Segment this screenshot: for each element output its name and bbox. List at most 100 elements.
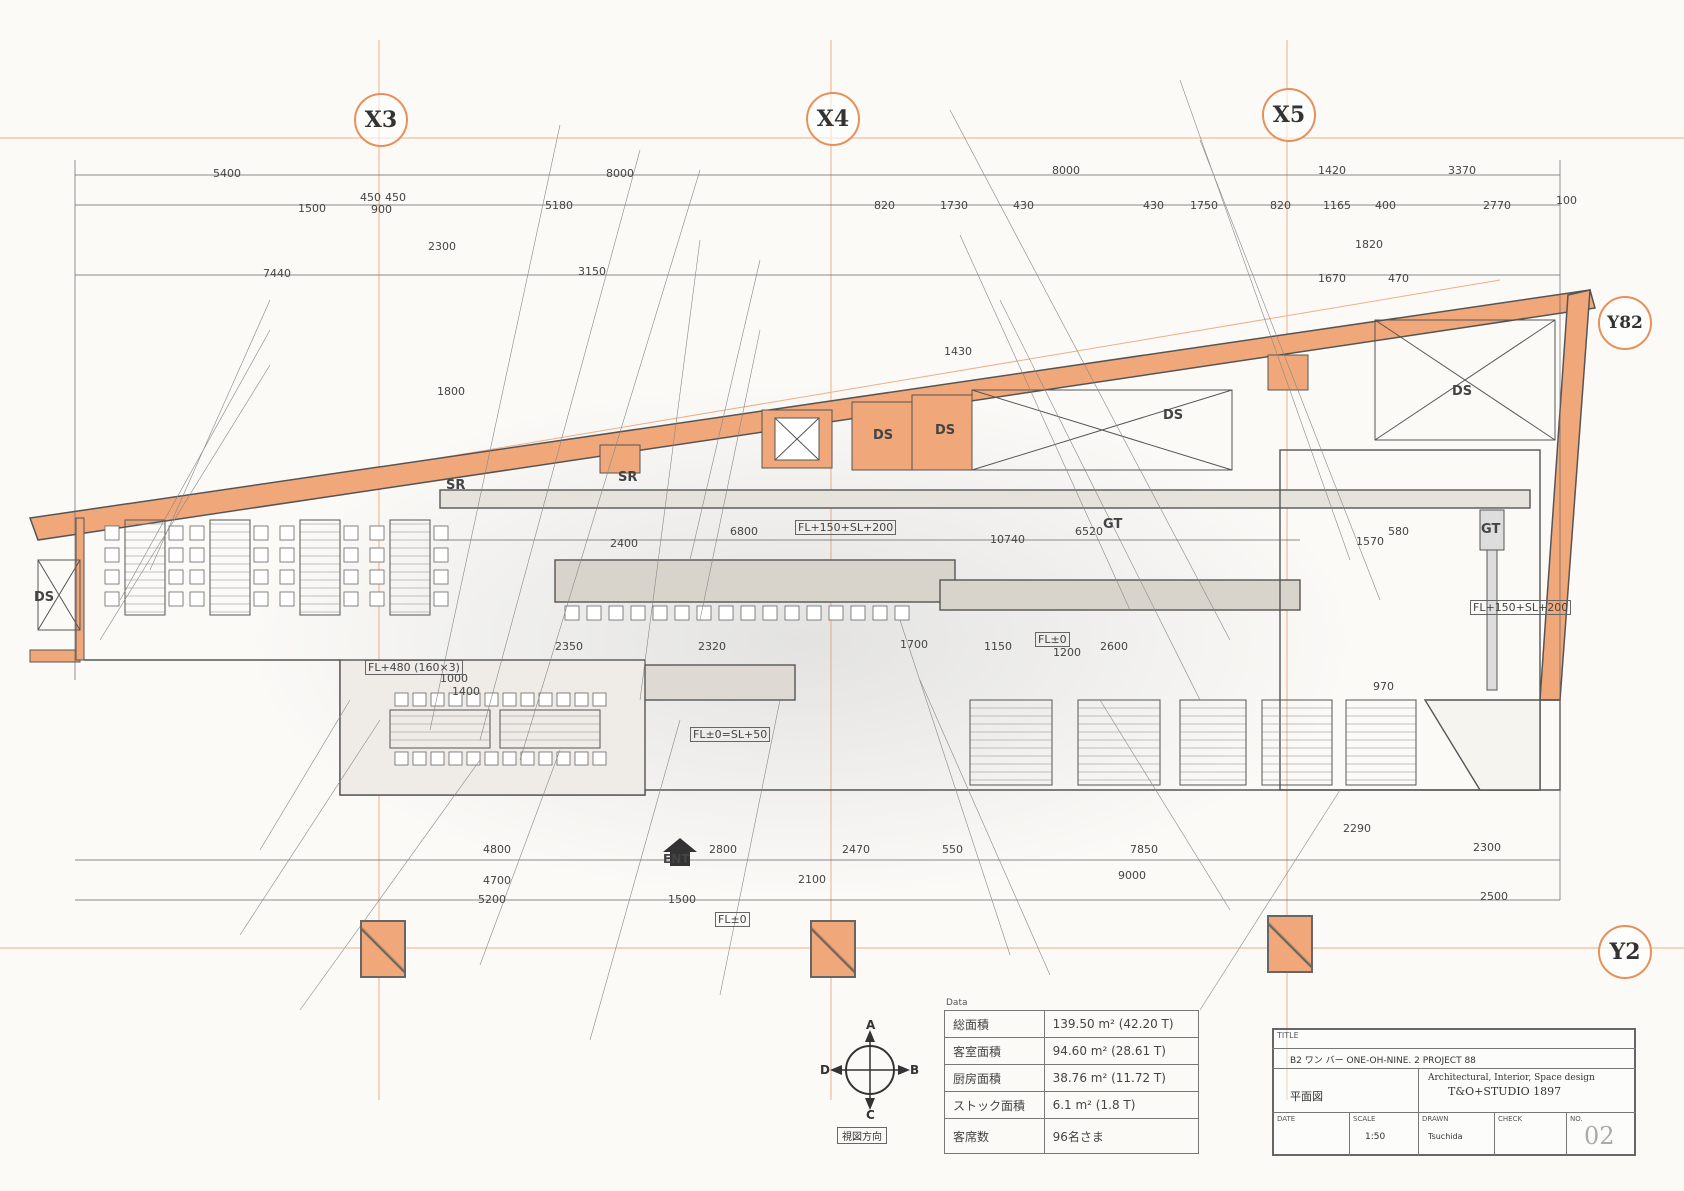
- dimension-text: 2470: [842, 843, 870, 856]
- chair: [502, 751, 517, 766]
- dimension-text: 6800: [730, 525, 758, 538]
- chair: [433, 591, 449, 607]
- title-block-rule: [1566, 1112, 1567, 1156]
- dimension-text: 820: [874, 199, 895, 212]
- chair: [520, 751, 535, 766]
- chair: [168, 525, 184, 541]
- floor-level-tag: FL±0: [1035, 632, 1070, 647]
- dimension-text: 1570: [1356, 535, 1384, 548]
- chair: [168, 569, 184, 585]
- chair: [484, 692, 499, 707]
- bar-stool: [784, 605, 800, 621]
- floor-level-tag: FL±0: [715, 912, 750, 927]
- sheet-number: 02: [1584, 1122, 1615, 1150]
- title-label: TITLE: [1277, 1031, 1299, 1040]
- chair: [104, 525, 120, 541]
- room-label-ds: DS: [1163, 408, 1184, 423]
- dimension-text: 2500: [1480, 890, 1508, 903]
- dimension-text: 100: [1556, 194, 1577, 207]
- dimension-text: 2600: [1100, 640, 1128, 653]
- dimension-text: 7850: [1130, 843, 1158, 856]
- title-block-rule: [1418, 1068, 1419, 1112]
- title-block-rule: [1349, 1112, 1350, 1156]
- compass-label-d: D: [820, 1063, 830, 1077]
- dimension-text: 1430: [944, 345, 972, 358]
- date-label: DATE: [1277, 1115, 1296, 1123]
- drawing-name: 平面図: [1290, 1090, 1323, 1103]
- chair: [279, 591, 295, 607]
- dimension-text: 580: [1388, 525, 1409, 538]
- dimension-text: 450: [360, 191, 381, 204]
- dimension-text: 430: [1143, 199, 1164, 212]
- chair: [279, 569, 295, 585]
- chair: [502, 692, 517, 707]
- dimension-text: 6520: [1075, 525, 1103, 538]
- dimension-text: 5180: [545, 199, 573, 212]
- dimension-text: 3150: [578, 265, 606, 278]
- chair: [592, 692, 607, 707]
- compass-label-a: A: [866, 1018, 876, 1032]
- chair: [574, 751, 589, 766]
- chair: [484, 751, 499, 766]
- grid-bubble-y82: Y82: [1598, 296, 1652, 350]
- bar-stool: [762, 605, 778, 621]
- area-label: 厨房面積: [944, 1064, 1045, 1092]
- chair: [412, 692, 427, 707]
- chair: [189, 569, 205, 585]
- chair: [538, 692, 553, 707]
- area-label: ストック面積: [944, 1091, 1045, 1119]
- chair: [343, 547, 359, 563]
- bar-stool: [652, 605, 668, 621]
- dimension-text: 5400: [213, 167, 241, 180]
- floor-level-tag: FL±0=SL+50: [690, 727, 771, 742]
- room-label-sr: SR: [446, 478, 466, 493]
- dimension-text: 2400: [610, 537, 638, 550]
- area-table-header: Data: [946, 998, 968, 1008]
- area-value: 38.76 m² (11.72 T): [1043, 1064, 1200, 1092]
- drawn-value: Tsuchida: [1428, 1132, 1463, 1141]
- dimension-text: 2300: [1473, 841, 1501, 854]
- firm-line-1: Architectural, Interior, Space design: [1428, 1073, 1595, 1083]
- title-block-rule: [1272, 1048, 1636, 1049]
- chair: [369, 569, 385, 585]
- dimension-text: 10740: [990, 533, 1025, 546]
- title-block: [1272, 1028, 1636, 1156]
- scale-label: SCALE: [1353, 1115, 1376, 1123]
- bar-stool: [828, 605, 844, 621]
- dimension-text: 400: [1375, 199, 1396, 212]
- room-label-ds: DS: [1452, 384, 1473, 399]
- chair: [343, 591, 359, 607]
- floor-level-tag: FL+150+SL+200: [795, 520, 897, 535]
- area-label: 客席数: [944, 1118, 1045, 1154]
- chair: [412, 751, 427, 766]
- chair: [574, 692, 589, 707]
- room-label-sr: SR: [618, 470, 638, 485]
- chair: [369, 591, 385, 607]
- dimension-text: 1200: [1053, 646, 1081, 659]
- chair: [253, 525, 269, 541]
- chair: [168, 591, 184, 607]
- dimension-text: 1700: [900, 638, 928, 651]
- bar-stool: [894, 605, 910, 621]
- bar-stool: [740, 605, 756, 621]
- bar-stool: [586, 605, 602, 621]
- chair: [279, 547, 295, 563]
- compass-rose: [830, 1030, 910, 1110]
- grid-bubble-x3: X3: [354, 93, 408, 147]
- chair: [394, 751, 409, 766]
- dimension-text: 1165: [1323, 199, 1351, 212]
- dimension-text: 1820: [1355, 238, 1383, 251]
- drawn-label: DRAWN: [1422, 1115, 1449, 1123]
- chair: [168, 547, 184, 563]
- scale-value: 1:50: [1365, 1132, 1386, 1142]
- room-label-ds: DS: [34, 590, 55, 605]
- chair: [466, 692, 481, 707]
- structural-column-x3: [360, 920, 406, 978]
- area-value: 94.60 m² (28.61 T): [1043, 1037, 1200, 1065]
